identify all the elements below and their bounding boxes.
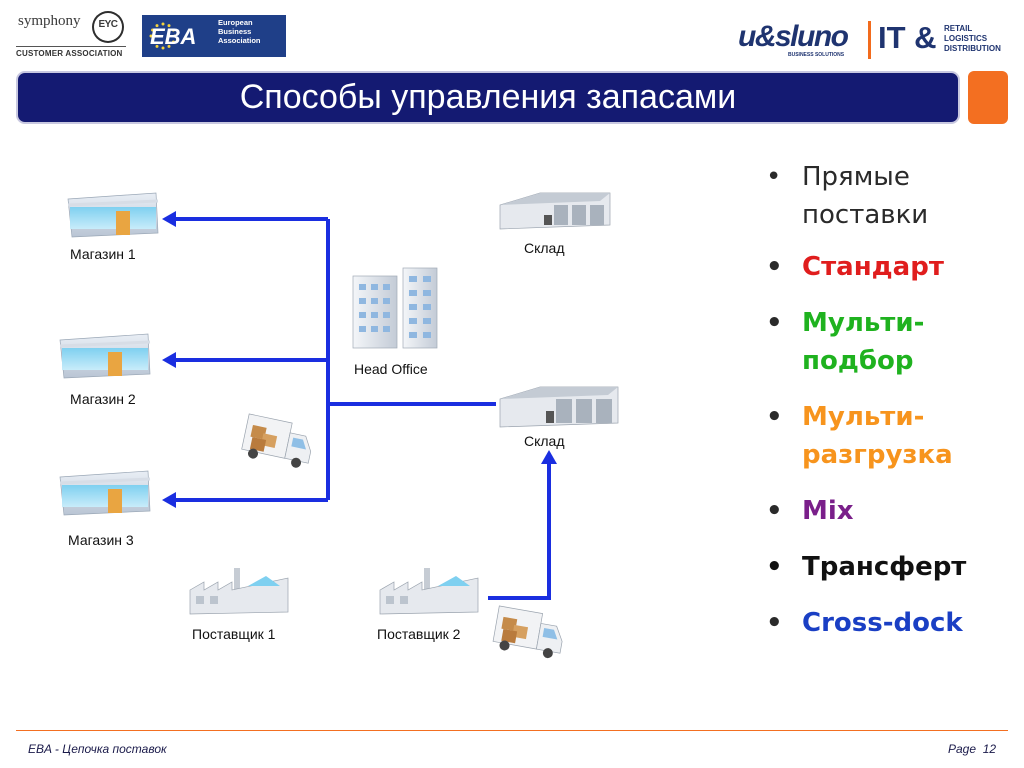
factory-icon xyxy=(379,568,479,615)
delivery-truck-icon xyxy=(241,413,312,468)
eba-logo-lines: European Business Association xyxy=(218,18,261,45)
list-item: •Прямые поставки xyxy=(762,158,1012,234)
warehouse-icon xyxy=(499,192,611,230)
eyc-logo-inner xyxy=(94,13,122,41)
supplier2-to-warehouse xyxy=(488,460,551,600)
bullet-icon: • xyxy=(766,608,783,638)
bullet-icon: • xyxy=(766,162,782,192)
eba-logo xyxy=(142,15,286,57)
eba-logo-text: EBA xyxy=(150,24,197,49)
eyc-badge-text: EYC xyxy=(98,19,118,30)
list-item: •Трансферт xyxy=(762,548,1012,586)
it-logo-lines: RETAIL LOGISTICS DISTRIBUTION xyxy=(944,24,1001,53)
warehouse-mid-label: Склад xyxy=(524,433,565,449)
it-logo-divider xyxy=(868,21,871,59)
it-logo-text: IT & xyxy=(878,20,937,55)
bullet-icon: • xyxy=(766,402,783,432)
method-list: •Прямые поставки •Стандарт •Мульти-подбо… xyxy=(762,158,1012,660)
list-item: •Стандарт xyxy=(762,248,1012,286)
store-icon xyxy=(59,333,151,379)
list-item: •Cross-dock xyxy=(762,604,1012,642)
warehouse-icon xyxy=(499,386,619,428)
bullet-icon: • xyxy=(766,308,783,338)
office-building-icon xyxy=(352,267,438,349)
symphony-logo-word: symphony xyxy=(18,13,81,29)
usluno-logo: u&sluno xyxy=(738,20,849,53)
orange-accent-tab xyxy=(968,71,1008,124)
arrow-heads xyxy=(162,211,557,508)
supplier-1-label: Поставщик 1 xyxy=(192,626,276,642)
store-icon xyxy=(59,470,151,516)
store-1-label: Магазин 1 xyxy=(70,246,136,262)
bullet-icon: • xyxy=(766,252,783,282)
arrowhead-store-2 xyxy=(162,352,176,368)
footer-caption: EBA - Цепочка поставок xyxy=(28,742,167,756)
head-office-label: Head Office xyxy=(354,361,428,377)
eu-stars-icon xyxy=(149,22,177,50)
factory-icon xyxy=(189,568,289,615)
footer-divider xyxy=(16,730,1008,731)
flow-lines xyxy=(172,217,551,600)
arrowhead-warehouse xyxy=(541,450,557,464)
store-3-label: Магазин 3 xyxy=(68,532,134,548)
bullet-icon: • xyxy=(766,552,783,582)
store-2-label: Магазин 2 xyxy=(70,391,136,407)
delivery-truck-icon xyxy=(492,605,563,659)
warehouse-top-label: Склад xyxy=(524,240,565,256)
bullet-icon: • xyxy=(766,496,783,526)
symphony-divider xyxy=(16,46,126,47)
list-item: •Мульти-подбор xyxy=(762,304,1012,380)
page-title: Способы управления запасами xyxy=(239,78,737,116)
list-item: •Mix xyxy=(762,492,1012,530)
supplier-2-label: Поставщик 2 xyxy=(377,626,461,642)
arrowhead-store-3 xyxy=(162,492,176,508)
arrowhead-store-1 xyxy=(162,211,176,227)
title-bar xyxy=(16,71,960,124)
page-number: Page 12 xyxy=(948,742,997,756)
symphony-caption: CUSTOMER ASSOCIATION xyxy=(16,49,123,58)
usluno-logo-sub: BUSINESS SOLUTIONS xyxy=(788,52,845,58)
store-icon xyxy=(67,192,159,238)
list-item: •Мульти-разгрузка xyxy=(762,398,1012,474)
